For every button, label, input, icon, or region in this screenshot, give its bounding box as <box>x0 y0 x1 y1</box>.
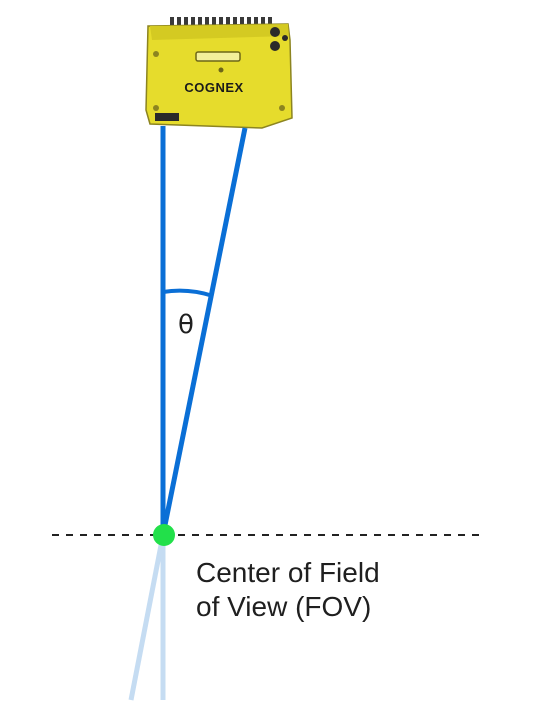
camera-connectors <box>270 27 288 51</box>
camera-screw <box>218 67 224 73</box>
camera-slot <box>195 51 241 62</box>
angle-theta-label: θ <box>178 310 194 340</box>
camera-cooling-fins <box>170 17 272 29</box>
fov-label-line-1: Center of Field <box>196 557 380 588</box>
fov-label-line-2: of View (FOV) <box>196 591 372 622</box>
camera-top-panel <box>150 24 289 40</box>
camera-label-plate <box>155 113 179 121</box>
angle-arc <box>162 288 214 298</box>
fov-center-label: Center of Field of View (FOV) <box>196 556 380 624</box>
angled-line-of-sight-ray <box>160 127 248 536</box>
cognex-camera: COGNEX <box>145 17 293 129</box>
camera-brand-text: COGNEX <box>184 80 243 95</box>
fov-center-point <box>153 524 175 546</box>
angled-ray-extension <box>128 534 166 701</box>
camera-body <box>145 23 293 129</box>
